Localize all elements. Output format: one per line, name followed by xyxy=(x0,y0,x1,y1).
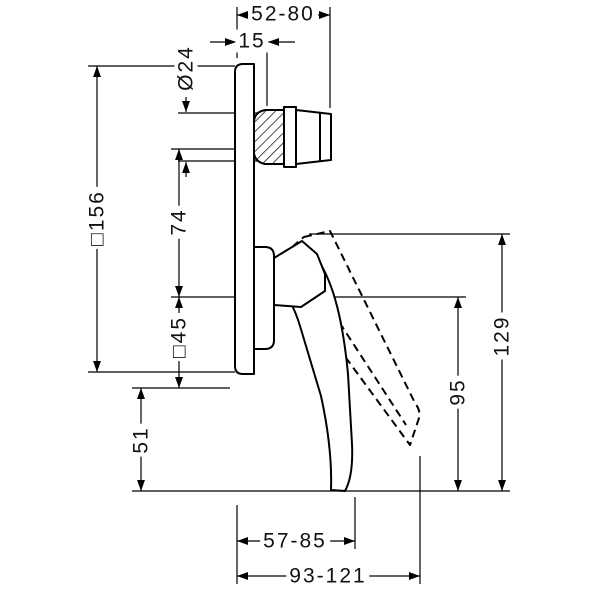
dim-reach-max-label: 93-121 xyxy=(286,564,370,588)
spout-collar xyxy=(283,106,297,168)
dim-reach-min-label: 57-85 xyxy=(260,529,330,553)
dim-handle-bottom-height-label: 95 xyxy=(446,375,470,409)
spout xyxy=(283,106,332,168)
dim-spout-to-center-label: 74 xyxy=(167,205,191,239)
dim-function-unit-label: □45 xyxy=(167,312,191,362)
handle-lever-solid xyxy=(276,259,354,492)
dim-spout-diameter-label: Ø24 xyxy=(174,42,198,94)
dim-plate-size-label: □156 xyxy=(85,187,109,249)
handle-sleeve xyxy=(253,246,275,350)
dim-center-to-bottom-label: 51 xyxy=(129,423,153,457)
dim-overall-height-label: 129 xyxy=(490,312,514,360)
wall-plate xyxy=(234,63,255,375)
spout-body xyxy=(295,109,332,165)
spout-hatched-adapter xyxy=(253,109,285,165)
dim-spout-reach-label: 52-80 xyxy=(248,2,318,26)
dim-plate-offset-label: 15 xyxy=(235,29,269,53)
handle-hub xyxy=(273,240,326,308)
